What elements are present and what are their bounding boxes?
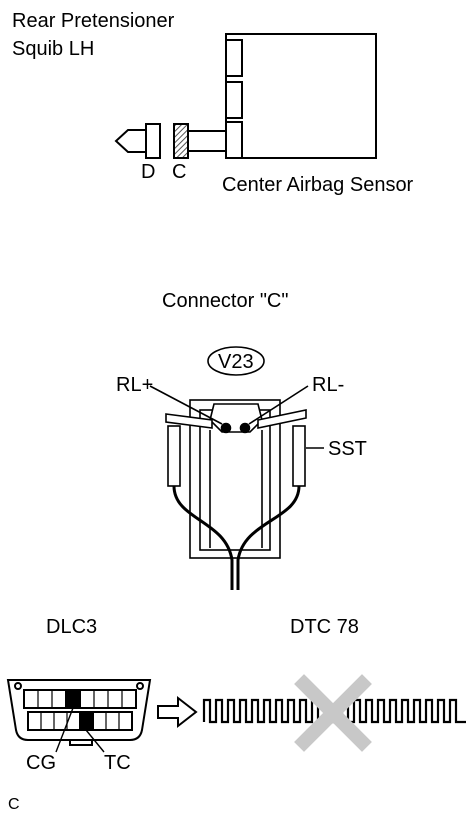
connector-c-label: C — [172, 161, 187, 183]
dlc3-pin-cg — [65, 689, 81, 709]
cg-label: CG — [26, 752, 56, 774]
sensor-slot-2 — [225, 81, 243, 119]
terminal-rl-plus — [220, 422, 232, 434]
center-airbag-sensor-body — [225, 33, 377, 159]
connector-d — [145, 123, 161, 159]
squib-label-line2: Squib LH — [12, 38, 95, 60]
output-arrow — [157, 695, 198, 729]
connector-code-oval — [207, 346, 265, 376]
tc-label: TC — [104, 752, 131, 774]
dlc3-latch — [69, 739, 93, 746]
dlc3-jumper-tc — [85, 729, 105, 753]
figure-letter: C — [8, 796, 20, 813]
connector-latch — [209, 403, 263, 433]
connector-c-tester — [149, 346, 324, 590]
tool-label: SST — [328, 438, 367, 460]
dlc3-jumper-cg — [55, 707, 74, 753]
dlc3-mount-hole-right — [136, 682, 144, 690]
sst-probe-left — [165, 413, 213, 429]
terminal-minus-label: RL- — [312, 374, 345, 396]
dlc3-pin-tc — [79, 711, 94, 731]
leader-rl-minus — [248, 385, 309, 425]
sst-grip-right — [292, 425, 306, 487]
connector-c — [173, 123, 189, 159]
dlc3-connector — [6, 679, 152, 753]
dtc-label: DTC 78 — [290, 616, 359, 638]
connector-code: V23 — [218, 351, 254, 373]
not-output-cross — [294, 674, 372, 752]
dlc3-mount-hole-left — [14, 682, 22, 690]
leader-rl-plus — [149, 385, 223, 425]
sst-lead-right — [236, 485, 301, 590]
squib-wire-harness — [114, 123, 227, 159]
sensor-label: Center Airbag Sensor — [222, 174, 414, 196]
terminal-plus-label: RL+ — [116, 374, 154, 396]
squib-label-line1: Rear Pretensioner — [12, 10, 175, 32]
sensor-slot-3 — [225, 121, 243, 159]
connector-d-label: D — [141, 161, 156, 183]
connector-title: Connector "C" — [162, 290, 289, 312]
dlc-label: DLC3 — [46, 616, 98, 638]
sst-probe-right — [257, 409, 307, 429]
squib-plug — [114, 129, 147, 153]
terminal-rl-minus — [239, 422, 251, 434]
sst-grip-left — [167, 425, 181, 487]
sst-lead-left — [172, 485, 234, 590]
center-airbag-sensor-assembly — [225, 33, 377, 159]
sensor-slot-1 — [225, 39, 243, 77]
connector-wire — [187, 130, 227, 152]
